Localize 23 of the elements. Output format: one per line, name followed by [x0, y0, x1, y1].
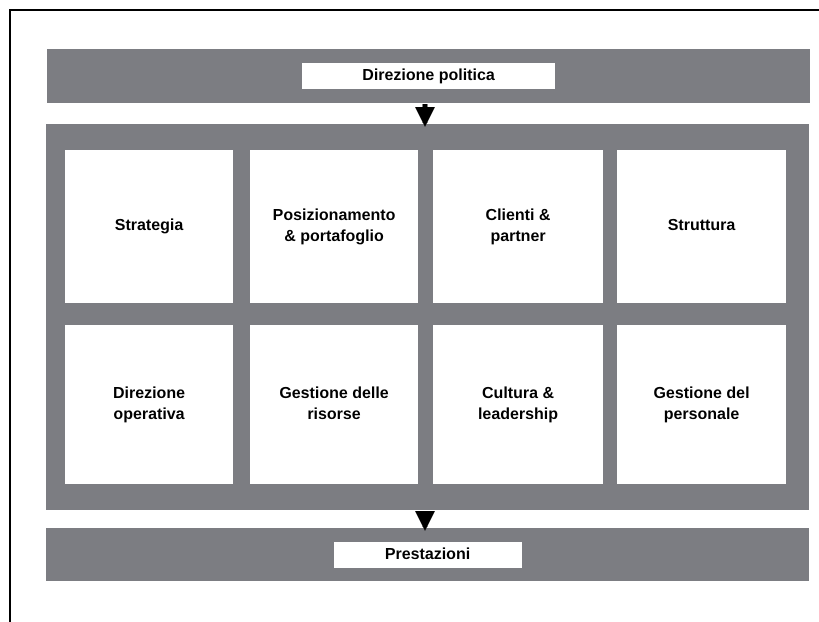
header-band — [47, 49, 810, 103]
arrow — [415, 104, 435, 127]
topic-label: Gestione delle risorse — [278, 384, 390, 424]
band-label: Direzione politica — [302, 63, 555, 89]
topic-label: Struttura — [668, 216, 736, 236]
topic-box — [65, 150, 233, 303]
topic-box — [250, 150, 418, 303]
topic-label: Direzione operativa — [112, 384, 186, 424]
topic-box — [250, 325, 418, 484]
topic-label: Strategia — [114, 216, 184, 236]
topic-box — [65, 325, 233, 484]
topic-label: Cultura & leadership — [476, 384, 560, 424]
topic-label: Clienti & partner — [484, 206, 552, 246]
topic-box — [433, 150, 603, 303]
topic-label: Gestione del personale — [652, 384, 751, 424]
topic-box — [433, 325, 603, 484]
header-band — [46, 528, 809, 581]
arrow — [415, 511, 435, 531]
band-label: Prestazioni — [334, 542, 522, 568]
topic-box — [617, 150, 786, 303]
topic-label: Posizionamento & portafoglio — [272, 206, 396, 246]
panel-background — [46, 124, 809, 510]
topic-box — [617, 325, 786, 484]
